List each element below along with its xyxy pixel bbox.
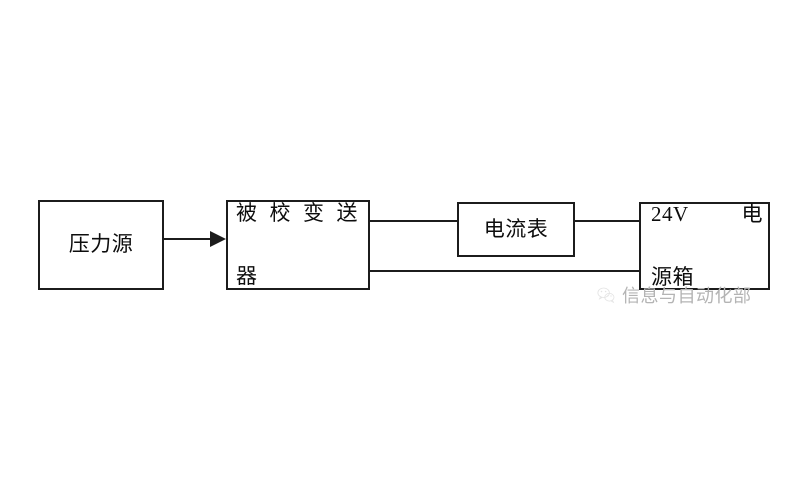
node-pressure-source-label: 压力源 (69, 198, 134, 291)
connector-ammeter-to-power-supply (575, 220, 639, 222)
arrow-head-icon (210, 231, 226, 247)
node-transmitter-line2: 器 (236, 263, 258, 288)
node-transmitter-under-calibration: 被校变送 器 (226, 200, 370, 290)
node-pressure-source: 压力源 (38, 200, 164, 290)
connector-transmitter-to-ammeter (370, 220, 457, 222)
node-power-supply-label: 24V 电 源箱 (651, 168, 763, 323)
connector-source-to-transmitter (164, 238, 212, 240)
node-ammeter: 电流表 (457, 202, 575, 257)
node-ammeter-label: 电流表 (484, 183, 549, 276)
node-power-supply-box: 24V 电 源箱 (639, 202, 770, 290)
connector-transmitter-to-power-supply-return (370, 270, 639, 272)
node-transmitter-label: 被校变送 器 (236, 167, 358, 322)
node-power-supply-line1: 24V 电 (651, 202, 763, 227)
wechat-logo-icon (597, 287, 615, 304)
node-power-supply-line2: 源箱 (651, 264, 694, 289)
node-ammeter-line1: 电流表 (483, 216, 549, 241)
node-pressure-source-line1: 压力源 (68, 232, 134, 257)
node-transmitter-line1: 被校变送 (236, 201, 358, 226)
